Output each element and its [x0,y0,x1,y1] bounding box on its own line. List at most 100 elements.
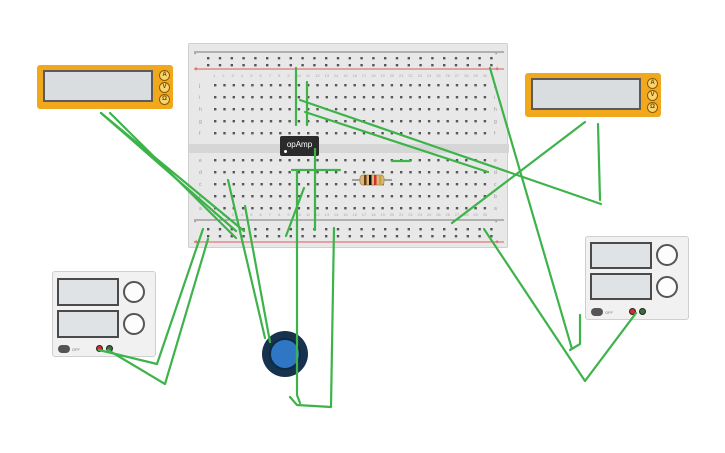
hole [465,120,468,123]
hole [325,84,328,87]
row-label: j [198,83,200,89]
hole [297,96,301,99]
hole [381,84,384,87]
mode-volts-icon[interactable]: V [647,90,658,101]
hole [325,132,328,135]
column-number: 7 [269,73,272,78]
hole [409,132,412,135]
hole [372,120,375,123]
rail-hole [242,57,245,60]
hole [418,207,421,210]
potentiometer[interactable] [262,331,308,377]
voltage-knob[interactable] [123,281,145,303]
current-knob[interactable] [656,276,678,298]
rail-hole [301,64,304,67]
hole [214,195,217,198]
mode-volts-icon[interactable]: V [159,82,170,93]
column-number: 14 [334,73,339,78]
power-supply-left[interactable]: OFF [52,271,156,357]
positive-terminal[interactable] [629,308,636,315]
column-number: 21 [399,212,404,217]
hole [437,183,440,186]
hole [260,171,263,174]
negative-terminal[interactable] [106,345,113,352]
hole [362,84,366,87]
voltage-knob[interactable] [656,244,678,266]
mode-ohms-icon[interactable]: Ω [159,94,170,105]
hole [325,183,328,186]
hole [437,108,440,111]
hole [288,108,291,111]
hole [455,207,459,210]
column-number: 15 [343,73,348,78]
hole [288,183,291,186]
column-number: 23 [418,212,423,217]
row-label: b [199,194,202,200]
mode-amps-icon[interactable]: A [159,70,170,81]
multimeter-right[interactable]: A V Ω [525,73,661,117]
rail-hole [431,64,434,67]
hole [362,96,366,99]
hole [400,195,403,198]
column-number: 30 [483,212,488,217]
rail-hole [384,228,387,231]
power-switch[interactable] [58,345,70,353]
hole [316,207,319,210]
rail-hole [254,228,257,231]
multimeter-left-screen [43,70,153,102]
rail-hole [313,235,316,238]
current-knob[interactable] [123,313,145,335]
rail-sign: + [495,239,499,246]
hole [279,171,282,174]
hole [474,183,477,186]
hole [241,171,245,174]
row-label: g [199,119,202,125]
column-number: 29 [473,73,478,78]
opamp-chip[interactable]: opAmp [280,136,319,156]
hole [409,96,412,99]
rail-hole [336,228,340,231]
hole [446,159,449,162]
hole [483,96,487,99]
column-number: 11 [306,73,311,78]
rail-hole [478,228,481,231]
hole [260,159,263,162]
hole [427,108,431,111]
hole [409,171,412,174]
hole [297,132,301,135]
hole [409,183,412,186]
hole [241,120,245,123]
positive-terminal[interactable] [96,345,103,352]
hole [427,96,431,99]
current-display [57,310,119,338]
hole [483,171,487,174]
hole [455,108,459,111]
hole [372,159,375,162]
hole [288,120,291,123]
column-number: 5 [250,212,253,217]
hole [251,171,254,174]
power-supply-right[interactable]: OFF [585,236,689,320]
center-channel [189,144,509,153]
mode-ohms-icon[interactable]: Ω [647,102,658,113]
hole [409,207,412,210]
power-switch[interactable] [591,308,603,316]
rail-hole [395,57,399,60]
rail-hole [266,64,269,67]
hole [269,96,273,99]
potentiometer-knob[interactable] [269,338,301,370]
negative-terminal[interactable] [639,308,646,315]
row-label: e [199,158,202,164]
rail-hole [254,235,257,238]
hole [418,132,421,135]
mode-amps-icon[interactable]: A [647,78,658,89]
column-number: 5 [250,73,253,78]
hole [260,120,263,123]
hole [288,132,291,135]
rail-hole [407,228,410,231]
hole [214,183,217,186]
column-number: 6 [260,73,263,78]
multimeter-left[interactable]: A V Ω [37,65,173,109]
column-number: 12 [315,212,320,217]
